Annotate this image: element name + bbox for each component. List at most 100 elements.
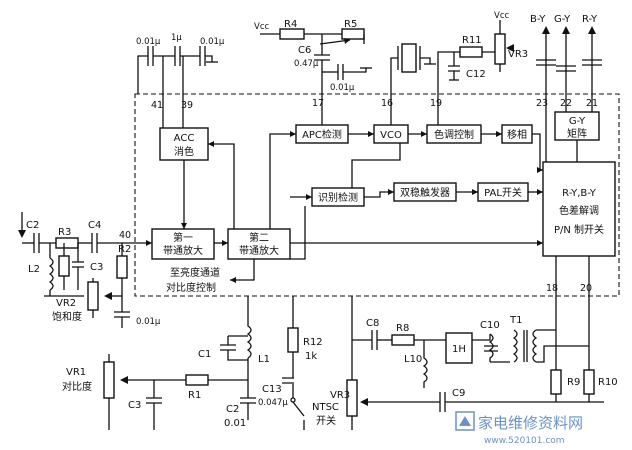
gy-matrix-label-2: 矩阵 <box>567 127 587 140</box>
watermark-url: www.520101.com <box>484 436 565 446</box>
pin-21: 21 <box>586 98 598 109</box>
c9-label: C9 <box>452 388 465 399</box>
luma-label-2: 对比度控制 <box>166 281 216 294</box>
apc-label: APC检测 <box>302 128 342 141</box>
acc-label-1: ACC <box>174 133 195 144</box>
l10-label: L10 <box>404 354 422 365</box>
cap3-label: 0.01μ <box>200 37 225 47</box>
pin-16: 16 <box>381 98 393 109</box>
gy-matrix-label-1: G-Y <box>569 116 586 127</box>
r4-label: R4 <box>284 19 297 30</box>
bp2-block: 第二 带通放大 <box>227 228 291 260</box>
acc-block: ACC 消色 <box>159 127 209 161</box>
cap1-label: 0.01μ <box>136 37 161 47</box>
acc-label-2: 消色 <box>174 145 194 158</box>
r12-label: R12 <box>303 337 323 348</box>
crystal <box>390 43 436 94</box>
ic-boundary <box>134 93 620 297</box>
l2-label: L2 <box>28 264 40 275</box>
r9-label: R9 <box>567 377 580 388</box>
delay-line-label: 1H <box>452 344 466 355</box>
bp2-label-1: 第二 <box>249 231 269 244</box>
c4-label: C4 <box>88 220 101 231</box>
r12-value: 1k <box>305 351 317 362</box>
bottom-network <box>103 296 604 430</box>
c10-label: C10 <box>480 320 500 331</box>
l1-label: L1 <box>258 354 270 365</box>
pin-22: 22 <box>560 98 572 109</box>
ry-label: R-Y <box>582 14 598 25</box>
pal-block: PAL开关 <box>477 182 529 202</box>
demod-label-2: 色差解调 <box>559 204 599 217</box>
ntsc-label-1: NTSC <box>312 402 339 413</box>
vcc2-label: Vcc <box>494 11 509 21</box>
gy-matrix-block: G-Y 矩阵 <box>554 111 600 141</box>
c001-label: 0.01μ <box>136 317 161 327</box>
vr3b-label: VR3 <box>330 390 350 401</box>
c2b-value: 0.01 <box>224 418 246 429</box>
r10-label: R10 <box>598 377 618 388</box>
demod-label-1: R-Y,B-Y <box>562 188 597 199</box>
internal-wiring <box>120 94 593 296</box>
hue-label: 色调控制 <box>434 128 474 141</box>
input-network <box>18 212 130 328</box>
bp2-label-2: 带通放大 <box>239 244 279 257</box>
pin-17: 17 <box>312 98 324 109</box>
c6-label: C6 <box>298 45 311 56</box>
r2-label: R2 <box>118 244 131 255</box>
pin-41: 41 <box>151 100 163 111</box>
c13-label: C13 <box>262 384 282 395</box>
r11-label: R11 <box>462 35 482 46</box>
c3a-label: C3 <box>90 262 103 273</box>
r1-label: R1 <box>188 390 201 401</box>
vr1-label: VR1 <box>66 367 86 378</box>
watermark-text: 家电维修资料网 <box>478 414 583 432</box>
t1-label: T1 <box>509 315 522 326</box>
bp1-block: 第一 带通放大 <box>151 228 215 260</box>
luma-label-1: 至亮度通道 <box>170 266 220 279</box>
pal-label: PAL开关 <box>484 186 522 199</box>
c6b-value: 0.01μ <box>330 83 355 93</box>
r3-label: R3 <box>58 227 71 238</box>
c1-label: C1 <box>198 349 211 360</box>
apc-block: APC检测 <box>295 124 349 144</box>
c3b-label: C3 <box>128 400 141 411</box>
bistable-block: 双稳触发器 <box>393 182 457 202</box>
pin-18: 18 <box>546 283 558 294</box>
ntsc-label-2: 开关 <box>316 414 336 427</box>
by-label: B-Y <box>530 14 546 25</box>
vco-label: VCO <box>380 130 402 141</box>
shift-block: 移相 <box>501 124 533 144</box>
sat-label: 饱和度 <box>52 310 82 323</box>
outputs <box>536 26 602 94</box>
hue-block: 色调控制 <box>426 124 482 144</box>
c2b-label: C2 <box>226 404 239 415</box>
c12-label: C12 <box>466 69 486 80</box>
c6-value: 0.47μ <box>294 59 319 69</box>
gy-label: G-Y <box>554 14 571 25</box>
apc-network <box>260 28 372 94</box>
vco-block: VCO <box>373 124 409 144</box>
vr2-label: VR2 <box>56 298 76 309</box>
pin-20: 20 <box>580 283 592 294</box>
c2-label: C2 <box>26 220 39 231</box>
demod-block: R-Y,B-Y 色差解调 P/N 制开关 <box>542 161 616 257</box>
r8-label: R8 <box>396 323 409 334</box>
ident-label: 识别检测 <box>318 191 358 204</box>
top-caps <box>137 46 218 94</box>
watermark-logo <box>455 411 475 431</box>
pin-23: 23 <box>536 98 548 109</box>
cap2-label: 1μ <box>171 33 182 43</box>
hue-network <box>437 20 514 94</box>
r5-label: R5 <box>344 19 357 30</box>
pin-19: 19 <box>430 98 442 109</box>
vr3a-label: VR3 <box>508 49 528 60</box>
contrast-label: 对比度 <box>62 380 92 393</box>
ident-block: 识别检测 <box>311 187 365 207</box>
c8-label: C8 <box>366 318 379 329</box>
c13-value: 0.047μ <box>258 398 288 408</box>
shift-label: 移相 <box>507 128 527 141</box>
bistable-label: 双稳触发器 <box>400 186 450 199</box>
bp1-label-1: 第一 <box>173 231 193 244</box>
